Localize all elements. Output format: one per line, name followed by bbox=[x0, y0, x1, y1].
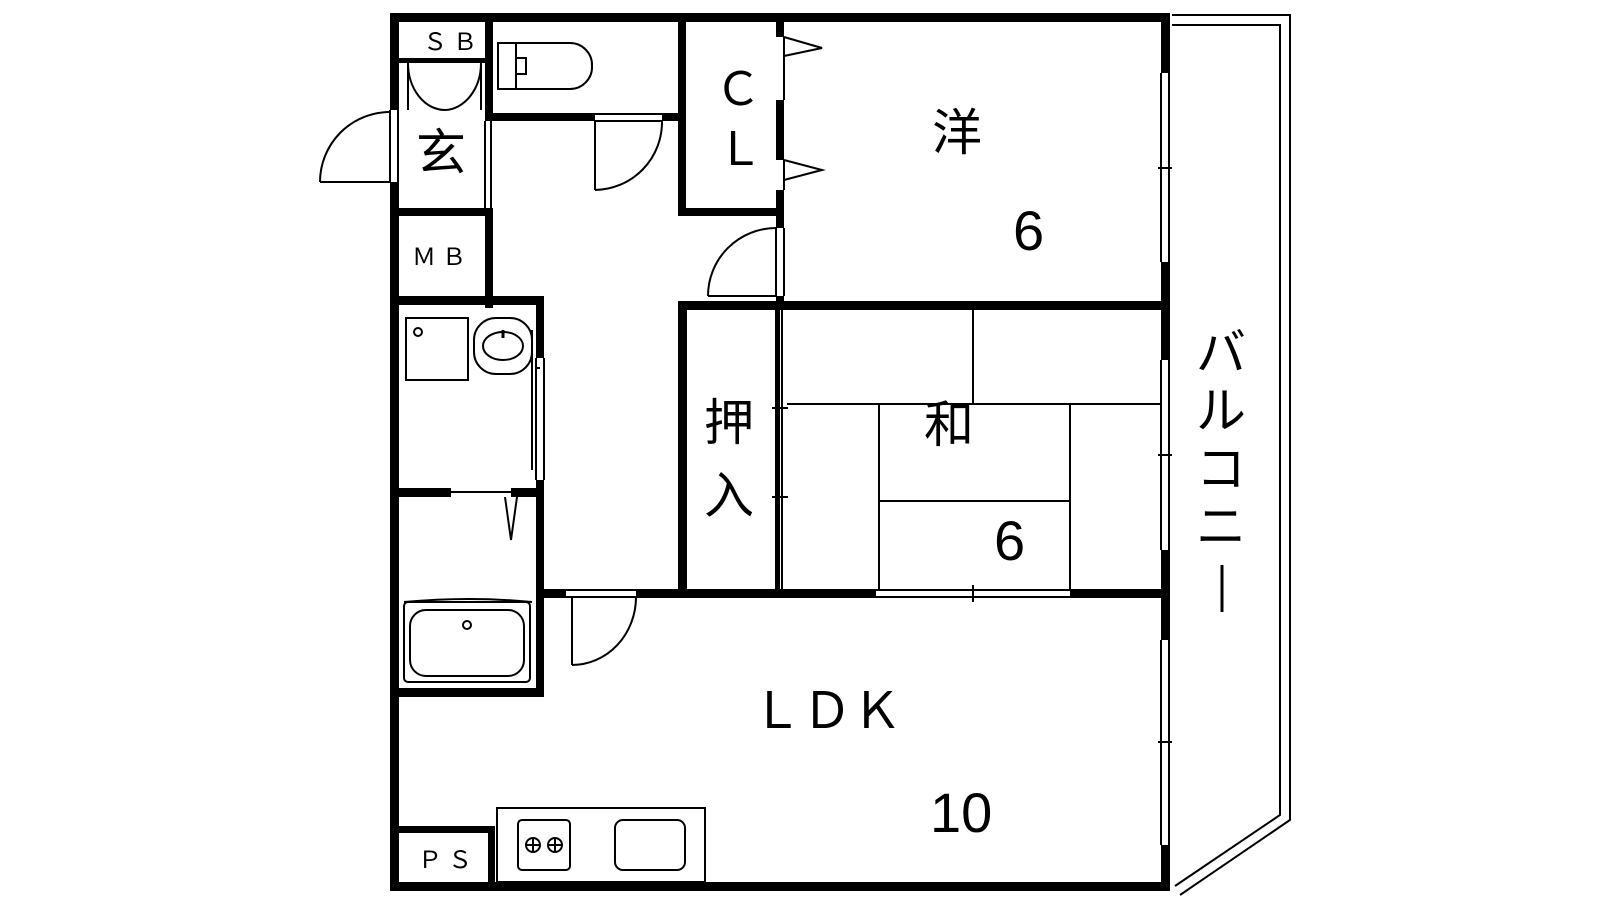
genkan-label: 玄 bbox=[416, 124, 466, 182]
toilet bbox=[497, 41, 594, 91]
washroom-fixtures bbox=[405, 317, 533, 470]
balcony-char-4: ニ bbox=[1196, 498, 1246, 556]
doors bbox=[319, 62, 785, 666]
mb-label: ＭＢ bbox=[412, 243, 472, 271]
yo-room-label: 洋 bbox=[932, 104, 982, 162]
balcony-char-3: コ bbox=[1196, 440, 1246, 498]
kitchen-counter bbox=[496, 807, 706, 883]
sb-label: ＳＢ bbox=[423, 28, 483, 56]
balcony-char-2: ル bbox=[1196, 382, 1246, 440]
tatami-mats bbox=[787, 310, 1161, 589]
wa-room-label: 和 bbox=[924, 396, 974, 454]
bathtub bbox=[403, 598, 533, 683]
balcony-windows bbox=[1158, 73, 1172, 845]
balcony-char-1: バ bbox=[1196, 324, 1246, 382]
oshiire-label-1: 押 bbox=[704, 394, 754, 452]
oshiire-sliding-door bbox=[772, 308, 788, 595]
balcony bbox=[1172, 14, 1291, 896]
cl-label-c: Ｃ bbox=[715, 62, 761, 116]
balcony-label: バ ル コ ニ bbox=[1196, 324, 1246, 612]
yo-room-size: 6 bbox=[1013, 199, 1044, 262]
ldk-label: ＬＤＫ bbox=[752, 682, 902, 740]
wa-sliding-door bbox=[876, 585, 1070, 602]
ldk-size: 10 bbox=[930, 781, 992, 844]
cl-folding-doors bbox=[783, 36, 826, 190]
interior-walls bbox=[399, 13, 1170, 886]
cl-label-l: Ｌ bbox=[717, 122, 763, 176]
ps-label: ＰＳ bbox=[418, 846, 478, 874]
oshiire-label-2: 入 bbox=[704, 467, 754, 525]
wa-room-size: 6 bbox=[994, 509, 1025, 572]
